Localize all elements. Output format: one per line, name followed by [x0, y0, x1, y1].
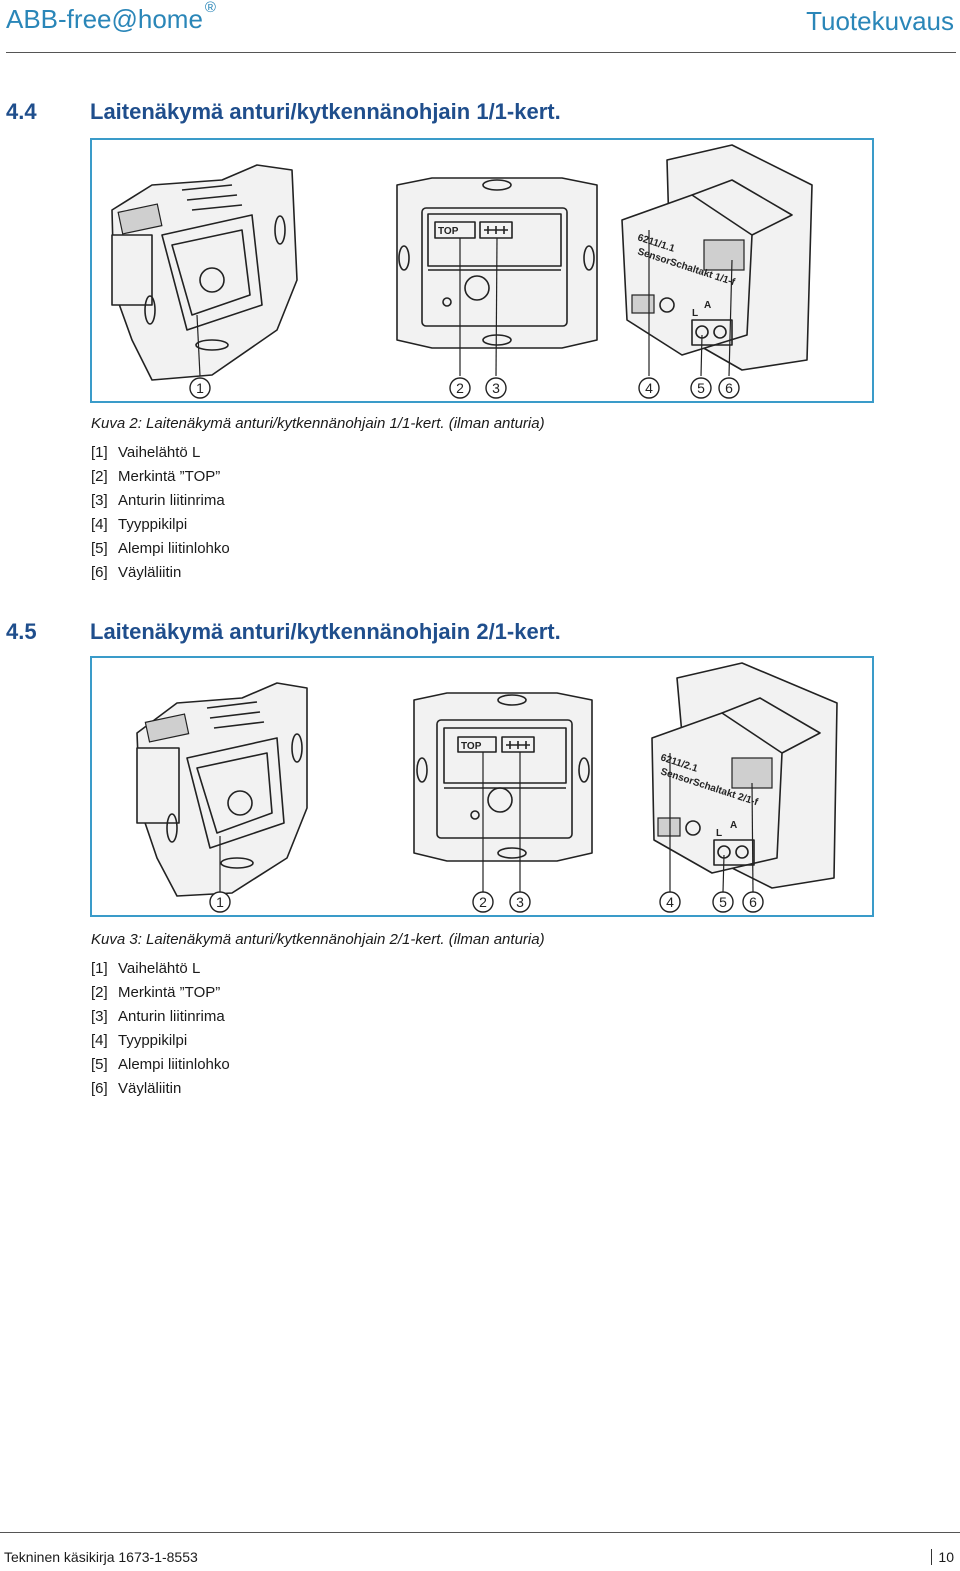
- device-front-view: TOP: [413, 692, 593, 862]
- section-heading-4-5: 4.5 Laitenäkymä anturi/kytkennänohjain 2/…: [6, 619, 561, 645]
- figure-caption: Kuva 2: Laitenäkymä anturi/kytkennänohja…: [91, 415, 545, 432]
- section-number: 4.5: [6, 619, 37, 644]
- brand-title: ABB-free@home®: [6, 0, 216, 35]
- callout-4: 4: [659, 891, 681, 913]
- figure-caption: Kuva 3: Laitenäkymä anturi/kytkennänohja…: [91, 931, 545, 948]
- terminal-label-l: L: [716, 828, 722, 839]
- callout-5: 5: [712, 891, 734, 913]
- device-front-view: TOP: [396, 177, 598, 349]
- svg-text:2: 2: [456, 380, 464, 396]
- svg-text:6: 6: [725, 380, 733, 396]
- terminal-label-a: A: [704, 300, 711, 311]
- svg-text:2: 2: [479, 894, 487, 910]
- legend-item: [2]Merkintä ”TOP”: [91, 984, 221, 1001]
- legend-item: [3]Anturin liitinrima: [91, 1008, 225, 1025]
- callout-6: 6: [718, 377, 740, 399]
- svg-text:4: 4: [645, 380, 653, 396]
- callout-6: 6: [742, 891, 764, 913]
- legend-item: [1]Vaihelähtö L: [91, 444, 201, 461]
- top-marking-text: TOP: [438, 226, 459, 237]
- callout-5: 5: [690, 377, 712, 399]
- top-marking-text: TOP: [461, 741, 482, 752]
- legend-list: [1]Vaihelähtö L [2]Merkintä ”TOP” [3]Ant…: [91, 957, 230, 1101]
- section-title: Laitenäkymä anturi/kytkennänohjain 2/1-k…: [90, 619, 561, 644]
- terminal-label-l: L: [692, 308, 698, 319]
- device-rear-view: [111, 164, 298, 381]
- figure-device-view-1: TOP 6211/1.1 SensorSchaltakt 1/1-f L A: [90, 138, 874, 403]
- svg-text:4: 4: [666, 894, 674, 910]
- callout-4: 4: [638, 377, 660, 399]
- callout-2: 2: [449, 377, 471, 399]
- callout-3: 3: [509, 891, 531, 913]
- svg-text:3: 3: [516, 894, 524, 910]
- legend-item: [2]Merkintä ”TOP”: [91, 468, 221, 485]
- device-drawing: TOP 6211/1.1 SensorSchaltakt 1/1-f L A: [111, 144, 813, 399]
- device-drawing: TOP 6211/2.1 SensorSchaltakt 2/1-f L A: [136, 662, 838, 913]
- section-number: 4.4: [6, 99, 37, 124]
- legend-item: [1]Vaihelähtö L: [91, 960, 201, 977]
- figure-device-view-2: TOP 6211/2.1 SensorSchaltakt 2/1-f L A: [90, 656, 874, 917]
- footer-divider: [0, 1532, 960, 1533]
- callout-3: 3: [485, 377, 507, 399]
- section-title: Laitenäkymä anturi/kytkennänohjain 1/1-k…: [90, 99, 561, 124]
- manual-reference: Tekninen käsikirja 1673-1-8553: [4, 1549, 198, 1565]
- section-heading-4-4: 4.4 Laitenäkymä anturi/kytkennänohjain 1/…: [6, 99, 561, 125]
- svg-text:5: 5: [719, 894, 727, 910]
- legend-item: [5]Alempi liitinlohko: [91, 540, 230, 557]
- section-label: Tuotekuvaus: [806, 6, 954, 36]
- svg-text:6: 6: [749, 894, 757, 910]
- header-divider: [6, 52, 956, 53]
- legend-item: [3]Anturin liitinrima: [91, 492, 225, 509]
- svg-text:1: 1: [216, 894, 224, 910]
- device-side-view: 6211/1.1 SensorSchaltakt 1/1-f L A: [621, 144, 813, 371]
- callout-1: 1: [189, 377, 211, 399]
- registered-mark: ®: [204, 0, 216, 17]
- legend-item: [6]Väyläliitin: [91, 564, 182, 581]
- brand-name: ABB-free@home: [6, 4, 203, 34]
- device-rear-view: [136, 682, 308, 897]
- svg-text:3: 3: [492, 380, 500, 396]
- legend-list: [1]Vaihelähtö L [2]Merkintä ”TOP” [3]Ant…: [91, 441, 230, 585]
- callout-1: 1: [209, 891, 231, 913]
- legend-item: [6]Väyläliitin: [91, 1080, 182, 1097]
- legend-item: [5]Alempi liitinlohko: [91, 1056, 230, 1073]
- device-side-view: 6211/2.1 SensorSchaltakt 2/1-f L A: [651, 662, 838, 889]
- svg-text:5: 5: [697, 380, 705, 396]
- page-number: 10: [931, 1549, 954, 1565]
- svg-text:1: 1: [196, 380, 204, 396]
- legend-item: [4]Tyyppikilpi: [91, 1032, 188, 1049]
- terminal-label-a: A: [730, 820, 737, 831]
- legend-item: [4]Tyyppikilpi: [91, 516, 188, 533]
- callout-2: 2: [472, 891, 494, 913]
